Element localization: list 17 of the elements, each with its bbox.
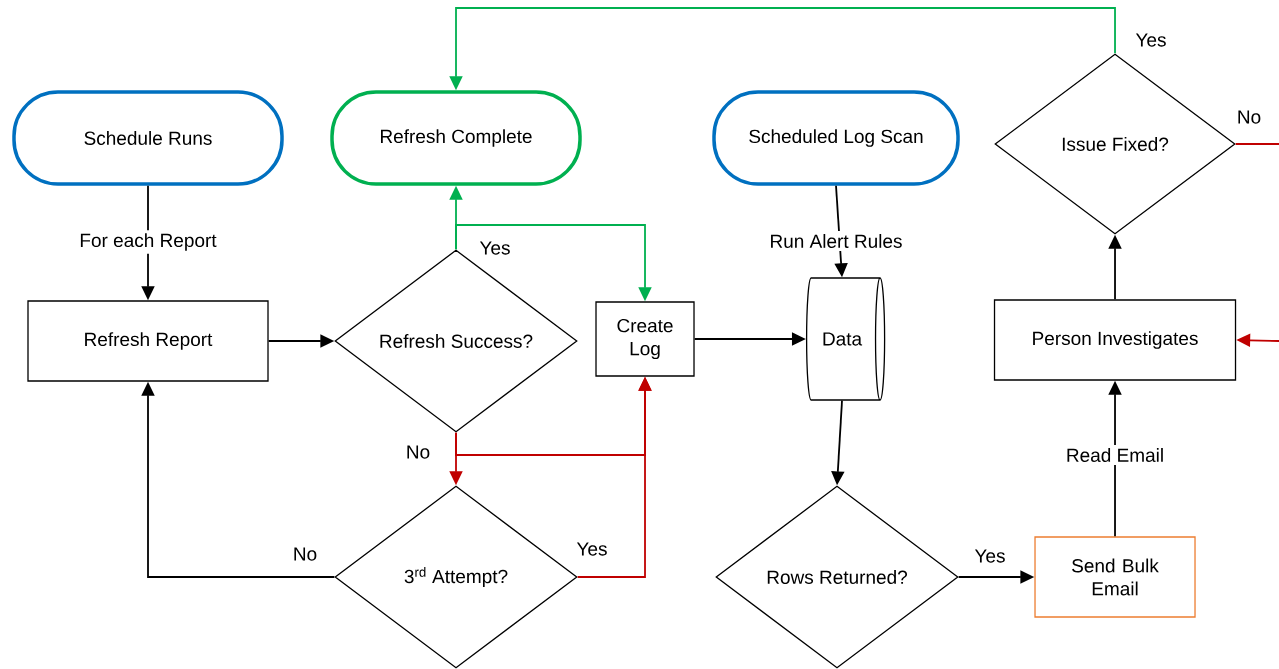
rounded-box: Refresh Complete	[330, 90, 582, 186]
rounded-box: Scheduled Log Scan	[712, 90, 960, 186]
process-box: Person Investigates	[993, 299, 1237, 381]
edge-label: No	[1233, 107, 1265, 127]
edge-label: For each Report	[76, 230, 220, 254]
process-box: Refresh Report	[27, 300, 269, 382]
connector-line	[1234, 143, 1279, 145]
edge-label: No	[289, 544, 321, 564]
rounded-box: Schedule Runs	[12, 90, 284, 186]
process-box: Send Bulk Email	[1034, 536, 1196, 618]
edge-label: No	[402, 442, 434, 462]
database-cylinder: Data	[805, 277, 886, 401]
edge-label: Run Alert Rules	[766, 231, 906, 251]
edge-label: Read Email	[1062, 445, 1168, 465]
process-box: Create Log	[595, 301, 695, 377]
edge-label: Yes	[971, 546, 1009, 566]
edge-label: Yes	[1132, 30, 1170, 50]
